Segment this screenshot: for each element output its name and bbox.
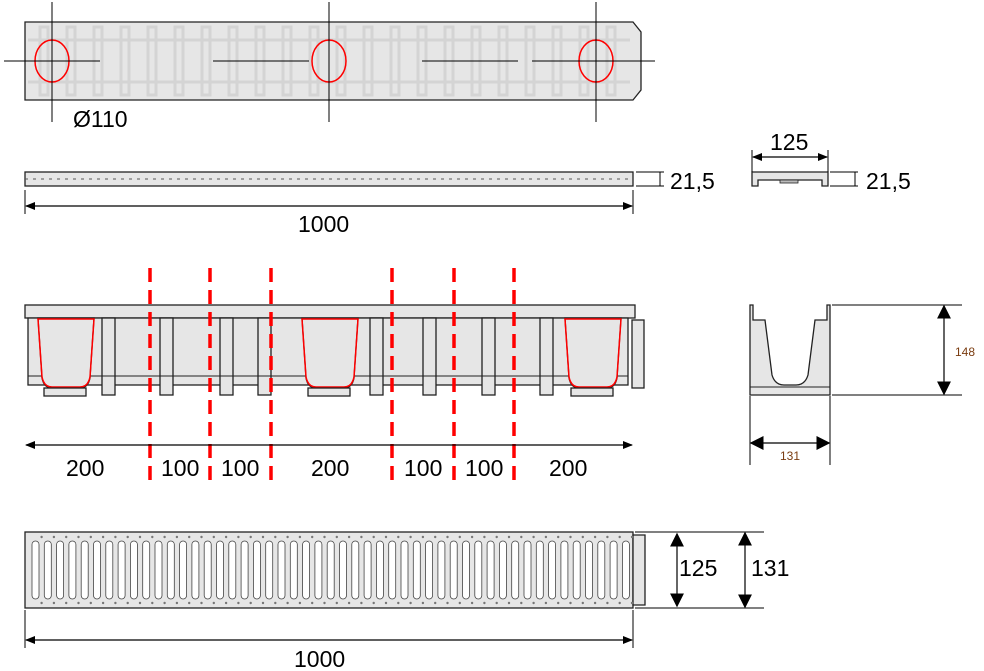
grate-slot [523,540,532,600]
grate-slot [314,540,323,600]
channel-end-connector [631,319,645,389]
grate-side-view: 21,5 1000 [24,168,715,237]
grate-slot [597,540,606,600]
segment-label: 100 [404,455,442,481]
grate-slot [129,540,138,600]
grate-slot [166,540,175,600]
grate-slot [560,540,569,600]
grate-slot [498,540,507,600]
channel-section-view: 148 131 [749,304,975,465]
cut-lines [148,268,516,486]
grate-section-outline [751,171,829,187]
grate-slot [105,540,114,600]
grate-slot [437,540,446,600]
grate-slot [43,540,52,600]
grate-slot [351,540,360,600]
rib [159,317,174,396]
grate-slot [117,540,126,600]
grate-slot [203,540,212,600]
segment-label: 100 [221,455,259,481]
grate-slot [585,540,593,600]
grate-slot [252,540,261,600]
grate-slot [535,540,544,600]
grate-slot [56,540,64,600]
rib [481,317,496,396]
grate-slot [31,540,40,600]
grate-slot [375,540,384,600]
channel-top-rail [24,304,636,319]
grate-slot [511,540,520,600]
grate-slot [449,540,458,600]
grate-bottom-length-label: 1000 [294,646,345,671]
grate-slot [388,540,397,600]
grate-slot [425,540,434,600]
channel-height-label: 148 [955,345,975,359]
segment-labels: 200 100 100 200 100 100 200 [66,455,587,481]
grate-slot [240,540,249,600]
grate-length-label: 1000 [298,211,349,237]
grate-slot [277,540,286,600]
grate-thickness-label: 21,5 [670,168,715,194]
channel-width-label: 131 [780,449,800,463]
grate-inner-width-label: 125 [679,555,717,581]
segment-label: 100 [465,455,503,481]
grate-section-thickness-label: 21,5 [866,168,911,194]
grate-slot [191,540,200,600]
grate-slot [400,540,409,600]
segment-label: 200 [66,455,104,481]
grate-slot [302,540,311,600]
grate-section-view: 125 21,5 [751,129,911,194]
grate-slot [622,540,630,600]
grate-slot [80,540,89,600]
channel-section-outline [749,304,831,396]
grate-slot [363,540,372,600]
channel-side-view: 200 100 100 200 100 100 200 [24,268,645,486]
channel-top-view: Ø110 [4,2,655,132]
grate-slot [548,540,556,600]
grate-slot [572,540,581,600]
centerlines [4,2,655,122]
grate-slot [68,540,77,600]
grate-outer-width-label: 131 [751,555,789,581]
segment-label: 200 [311,455,349,481]
grate-slot [289,540,298,600]
grate-slots [31,535,634,605]
rib [257,317,272,396]
rib [219,317,234,396]
rib [539,317,554,396]
rib [369,317,384,396]
grate-slot [216,540,224,600]
grate-slot [474,540,483,600]
segment-label: 200 [549,455,587,481]
grate-slot [486,540,495,600]
grate-slot [179,540,188,600]
outlet-diameter-label: Ø110 [73,106,128,132]
grate-slot [609,540,618,600]
grate-slot [339,540,347,600]
grate-slot [228,540,237,600]
outlet-pockets [37,317,622,397]
rib [422,317,437,396]
grate-slot [142,540,151,600]
grate-slot [93,540,101,600]
channel-ribs [28,317,628,396]
grate-slot [326,540,335,600]
grate-slot [412,540,421,600]
grate-width-label: 125 [770,129,808,155]
grate-slot [462,540,470,600]
grate-slot [154,540,163,600]
segment-label: 100 [161,455,199,481]
rib [101,317,116,396]
grate-slot [265,540,274,600]
grate-top-view: 125 131 1000 [24,531,789,671]
